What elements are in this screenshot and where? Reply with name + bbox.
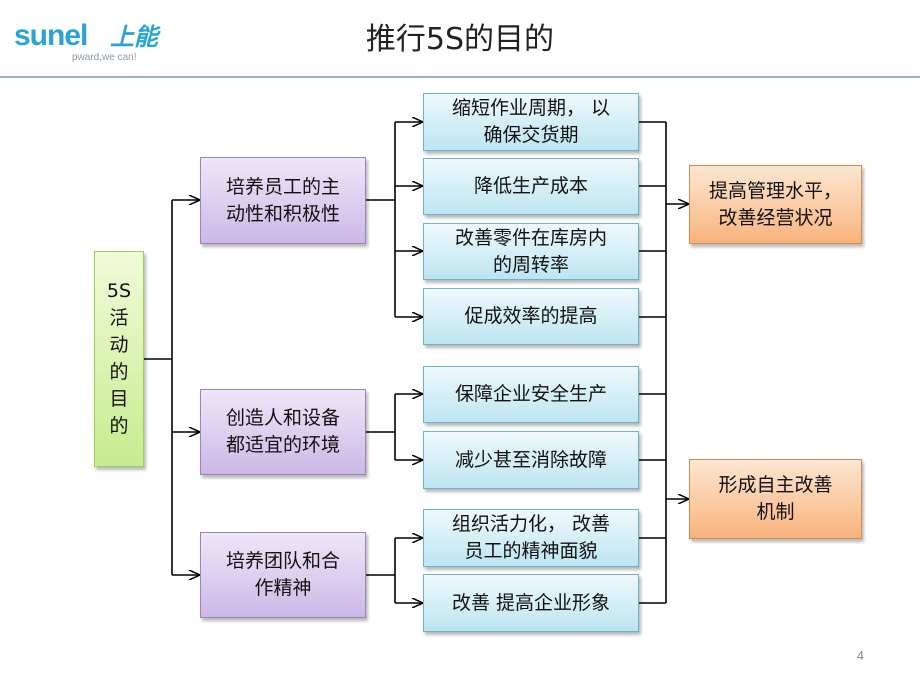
leaf-node-3: 改善零件在库房内 的周转率: [423, 223, 639, 280]
logo-chinese: 上能: [110, 23, 158, 51]
leaf-node-5: 保障企业安全生产: [423, 366, 639, 423]
logo-tagline: pward,we can!: [72, 52, 137, 63]
title-divider: [0, 76, 920, 78]
leaf-node-1: 缩短作业周期， 以 确保交货期: [423, 93, 639, 151]
company-logo: sunel 上能 pward,we can!: [14, 20, 174, 72]
middle-node-2: 创造人和设备 都适宜的环境: [200, 389, 366, 475]
result-node-2: 形成自主改善 机制: [689, 459, 862, 539]
logo-wordmark: sunel: [14, 19, 88, 52]
leaf-node-2: 降低生产成本: [423, 158, 639, 215]
page-number: 4: [856, 648, 864, 663]
leaf-node-7: 组织活力化， 改善 员工的精神面貌: [423, 509, 639, 567]
middle-node-1: 培养员工的主 动性和积极性: [200, 157, 366, 244]
leaf-node-6: 减少甚至消除故障: [423, 431, 639, 489]
leaf-node-8: 改善 提高企业形象: [423, 574, 639, 632]
leaf-node-4: 促成效率的提高: [423, 288, 639, 345]
middle-node-3: 培养团队和合 作精神: [200, 532, 366, 618]
slide-title: 推行5S的目的: [365, 22, 555, 57]
root-node: 5S 活 动 的 目 的: [94, 251, 144, 467]
result-node-1: 提高管理水平， 改善经营状况: [689, 165, 862, 244]
